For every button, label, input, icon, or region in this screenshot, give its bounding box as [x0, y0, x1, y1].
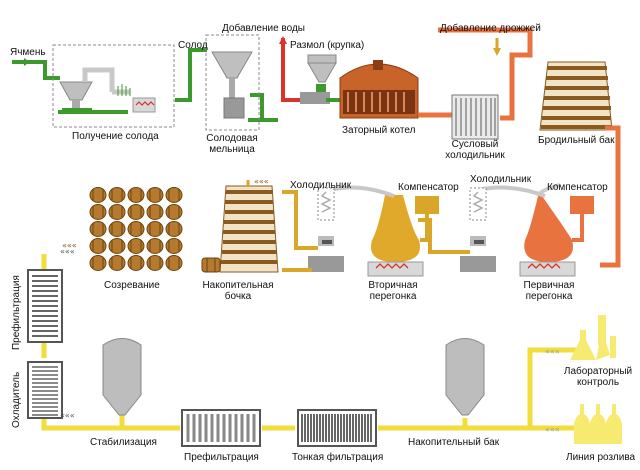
label-bottling: Линия розлива: [566, 452, 636, 463]
maturation-casks: [89, 187, 183, 271]
cask: [146, 204, 164, 220]
cooler-vertical: [27, 361, 63, 419]
kiln: [132, 97, 156, 113]
cask: [108, 255, 126, 271]
second-still: [367, 195, 424, 277]
malting-box: [52, 44, 175, 128]
yellow-pipes: [41, 254, 580, 431]
cask: [146, 238, 164, 254]
lab-flask-icon: [570, 315, 616, 360]
mash-tun: [339, 60, 419, 119]
svg-text:«««: «««: [545, 347, 560, 356]
cask: [146, 221, 164, 237]
malt-mill: [211, 51, 253, 119]
cask: [108, 221, 126, 237]
orange-pipes: [418, 27, 533, 121]
stabilization-tank: [102, 338, 142, 416]
label-compensator-2: Компенсатор: [398, 182, 459, 193]
sprouts: [117, 84, 131, 96]
cask: [108, 238, 126, 254]
compensator-1: [570, 196, 594, 242]
label-milling: Размол (крупка): [290, 40, 365, 51]
cask: [165, 221, 183, 237]
label-fine-filter: Тонкая фильтрация: [292, 452, 384, 463]
svg-text:«««: «««: [60, 247, 75, 256]
cask: [165, 204, 183, 220]
cask: [89, 187, 107, 203]
label-malt: Солод: [178, 40, 208, 51]
cask: [127, 221, 145, 237]
label-fermenter: Бродильный бак: [538, 135, 615, 146]
svg-text:«««: «««: [545, 425, 560, 434]
fine-filter: [297, 409, 377, 447]
svg-text:«««: «««: [60, 411, 75, 420]
water-arrow-icon: [279, 36, 287, 44]
compensator-2: [415, 196, 439, 242]
cask: [89, 204, 107, 220]
bottles-icon: [574, 404, 622, 444]
cask: [89, 255, 107, 271]
cask: [127, 238, 145, 254]
label-stabilization: Стабилизация: [90, 437, 157, 448]
first-still: [519, 183, 576, 277]
cask: [127, 187, 145, 203]
label-prefilter: Префильтрация: [184, 452, 259, 463]
label-prefilter-vertical: Префильтрация: [11, 275, 22, 350]
storage-tank: [445, 338, 485, 416]
grist-hopper: [300, 54, 337, 104]
malting-hopper: [59, 81, 93, 112]
label-malting: Получение солода: [72, 131, 159, 142]
small-cask: [201, 257, 221, 273]
cask: [127, 204, 145, 220]
cask: [89, 238, 107, 254]
svg-text:«««: «««: [62, 241, 77, 250]
cask: [146, 255, 164, 271]
label-condenser-2: Холодильник: [290, 180, 352, 191]
cask: [127, 255, 145, 271]
label-barley: Ячмень: [10, 47, 46, 58]
prefilter-horizontal: [181, 409, 261, 447]
label-maturation: Созревание: [104, 280, 160, 291]
cask: [165, 187, 183, 203]
label-storage-tank: Накопительный бак: [408, 437, 500, 448]
label-compensator-1: Компенсатор: [547, 182, 608, 193]
label-yeast: Добавление дрожжей: [440, 23, 541, 34]
cask: [165, 238, 183, 254]
label-mash-tun: Заторный котел: [342, 125, 416, 136]
label-water: Добавление воды: [222, 23, 305, 34]
cask: [108, 187, 126, 203]
label-cooler-vertical: Охладитель: [11, 371, 22, 428]
condenser-1: [460, 187, 496, 272]
cask: [89, 221, 107, 237]
condenser-2: [308, 187, 344, 272]
yeast-arrow-icon: [493, 48, 501, 56]
wort-cooler: [451, 94, 499, 140]
fermenter: [539, 61, 613, 131]
storage-cask-tank: [219, 185, 279, 273]
malt-mill-box: [205, 34, 260, 131]
label-condenser-1: Холодильник: [470, 174, 532, 185]
svg-text:«««: «««: [254, 177, 269, 186]
cask: [165, 255, 183, 271]
cask: [108, 204, 126, 220]
prefilter-vertical: [27, 269, 63, 343]
barley-arrow-icon: [24, 58, 30, 66]
cask: [146, 187, 164, 203]
